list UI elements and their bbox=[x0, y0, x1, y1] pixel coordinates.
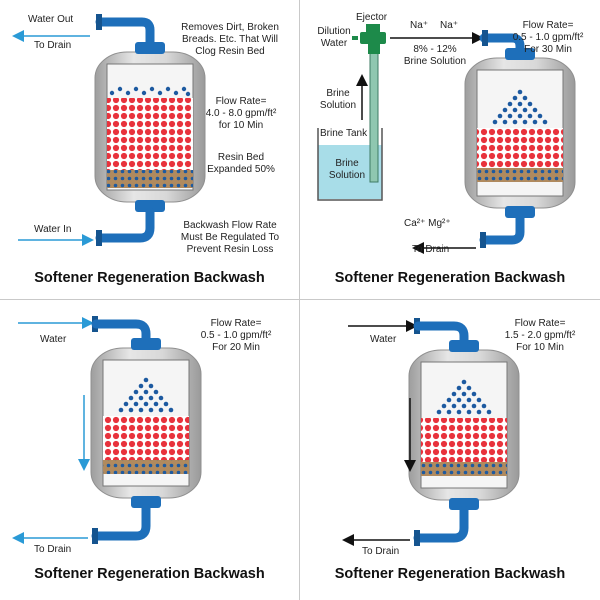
ejector-throat bbox=[368, 44, 380, 54]
brine-tank bbox=[317, 128, 383, 201]
sodium-ion-1: Na⁺ bbox=[410, 20, 429, 31]
water-label-3: Water bbox=[40, 334, 67, 345]
ejector-label: Ejector bbox=[356, 12, 388, 23]
drain-flange-2 bbox=[480, 232, 486, 248]
panel-4-fast-rinse bbox=[342, 318, 520, 546]
vertical-divider bbox=[299, 0, 300, 600]
panel-2-brine bbox=[317, 24, 576, 254]
hardness-ions-label: Ca²⁺ Mg²⁺ bbox=[404, 218, 451, 229]
inlet-flange bbox=[96, 230, 102, 246]
inlet-pipe-4 bbox=[413, 321, 469, 349]
drain-flange-3 bbox=[92, 528, 98, 544]
drain-flange-4 bbox=[414, 530, 420, 546]
caption-panel-2: Softener Regeneration Backwash bbox=[334, 270, 566, 286]
resin-bed-expanded bbox=[107, 98, 193, 170]
resin-bed-2 bbox=[477, 128, 563, 168]
droplets-3 bbox=[118, 377, 174, 413]
drain-pipe-3 bbox=[91, 503, 151, 541]
rising-particles bbox=[109, 86, 191, 97]
water-in-label: Water In bbox=[34, 224, 72, 235]
water-out-label: Water Out bbox=[28, 14, 74, 25]
caption-panel-3: Softener Regeneration Backwash bbox=[34, 566, 265, 582]
brine-solution-tank-label: Brine Solution bbox=[328, 158, 366, 181]
flow-rate-3: Flow Rate= 0.5 - 1.0 gpm/ft² For 20 Min bbox=[200, 318, 272, 353]
inlet-pipe-3 bbox=[91, 319, 151, 347]
drain-pipe-2 bbox=[479, 213, 525, 245]
to-drain-label-2: To Drain bbox=[412, 244, 450, 255]
flow-rate-1: Flow Rate= 4.0 - 8.0 gpm/ft² for 10 Min bbox=[205, 96, 277, 131]
to-drain-label-3: To Drain bbox=[34, 544, 72, 555]
resin-bed-4 bbox=[421, 418, 507, 462]
water-label-4: Water bbox=[370, 334, 397, 345]
sodium-ion-2: Na⁺ bbox=[440, 20, 459, 31]
to-drain-label-1: To Drain bbox=[34, 40, 72, 51]
caption-panel-1: Softener Regeneration Backwash bbox=[34, 270, 265, 286]
panel-1-backwash bbox=[12, 14, 206, 246]
gravel-layer bbox=[107, 170, 193, 188]
resin-bed-note: Resin Bed Expanded 50% bbox=[207, 152, 275, 175]
brine-tank-label: Brine Tank bbox=[320, 128, 368, 139]
gravel-layer-2 bbox=[477, 168, 563, 182]
gravel-layer-4 bbox=[421, 462, 507, 476]
outlet-flange bbox=[96, 14, 102, 30]
resin-bed-3 bbox=[103, 416, 189, 460]
backwash-regulation-note: Backwash Flow Rate Must Be Regulated To … bbox=[180, 220, 280, 255]
drain-pipe-4 bbox=[413, 505, 469, 543]
removes-dirt-note: Removes Dirt, Broken Breads. Etc. That W… bbox=[181, 22, 279, 57]
gravel-layer-3 bbox=[103, 460, 189, 474]
flow-rate-2: Flow Rate= 0.5 - 1.0 gpm/ft² For 30 Min bbox=[512, 20, 584, 55]
brine-droplets-2 bbox=[492, 89, 548, 125]
brine-percentage-label: 8% - 12% Brine Solution bbox=[403, 44, 467, 67]
flow-rate-4: Flow Rate= 1.5 - 2.0 gpm/ft² For 10 Min bbox=[504, 318, 576, 353]
dilution-water-label: Dilution Water bbox=[317, 26, 351, 49]
brine-solution-pipe-label: Brine Solution bbox=[319, 88, 357, 111]
horizontal-divider bbox=[0, 299, 600, 300]
ejector-cap bbox=[366, 24, 380, 34]
to-drain-label-4: To Drain bbox=[362, 546, 400, 557]
brine-inlet-pipe bbox=[479, 33, 525, 57]
panel-3-slow-rinse bbox=[12, 316, 202, 544]
brine-inlet-flange bbox=[482, 30, 488, 46]
outlet-pipe bbox=[95, 17, 155, 49]
inlet-pipe bbox=[95, 207, 155, 243]
droplets-4 bbox=[436, 379, 492, 415]
ejector-body bbox=[360, 32, 386, 44]
caption-panel-4: Softener Regeneration Backwash bbox=[334, 566, 566, 582]
